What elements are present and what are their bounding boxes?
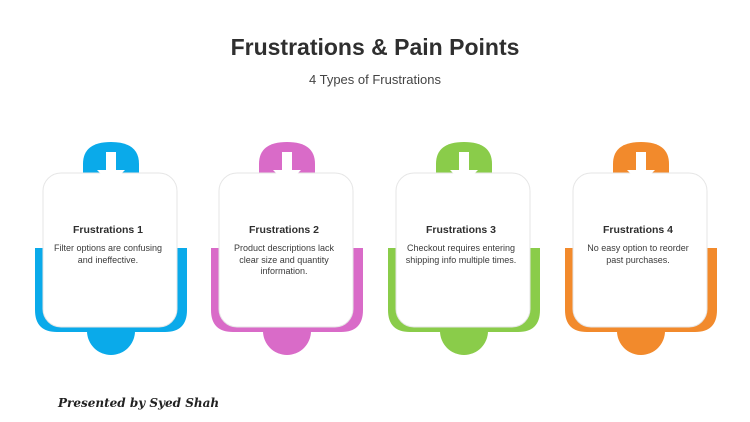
arrow-down-icon (273, 152, 301, 184)
card-4-description: No easy option to reorder past purchases… (587, 243, 689, 265)
card-2-shape (211, 142, 363, 355)
page-subtitle: 4 Types of Frustrations (309, 72, 441, 87)
card-1-shape (35, 142, 187, 355)
card-2-title: Frustrations 2 (248, 224, 319, 236)
arrow-down-icon (627, 152, 655, 184)
frustration-card-4: Frustrations 4 No easy option to reorder… (565, 140, 725, 360)
card-3-description: Checkout requires entering shipping info… (405, 243, 517, 265)
presenter-signature: Presented by Syed Shah (58, 396, 220, 410)
card-2-description: Product descriptions lack clear size and… (233, 243, 335, 276)
card-4-shape (565, 142, 717, 355)
card-3-shape (388, 142, 540, 355)
page-title: Frustrations & Pain Points (230, 34, 520, 60)
arrow-down-icon (97, 152, 125, 184)
card-1-title: Frustrations 1 (72, 224, 143, 236)
frustration-card-1: Frustrations 1 Filter options are confus… (35, 140, 195, 360)
card-4-title: Frustrations 4 (602, 224, 673, 236)
card-1-description: Filter options are confusing and ineffec… (53, 243, 163, 265)
card-3-title: Frustrations 3 (425, 224, 496, 236)
frustration-card-2: Frustrations 2 Product descriptions lack… (211, 140, 371, 360)
frustration-card-3: Frustrations 3 Checkout requires enterin… (388, 140, 548, 360)
arrow-down-icon (450, 152, 478, 184)
